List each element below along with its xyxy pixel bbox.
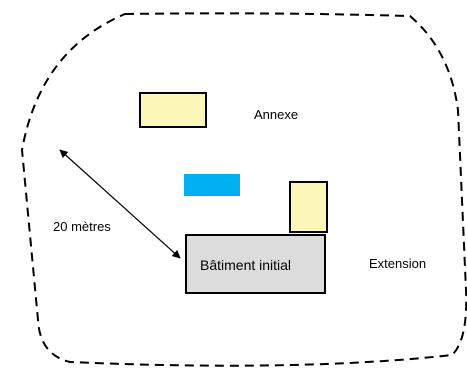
annexe-label: Annexe (254, 107, 298, 122)
annexe-building (139, 92, 207, 128)
distance-label: 20 mètres (53, 219, 111, 234)
blue-block (184, 174, 240, 196)
extension-label: Extension (369, 256, 426, 271)
plot-boundary (20, 12, 467, 367)
main-building-label: Bâtiment initial (200, 257, 291, 273)
distance-arrow (59, 149, 181, 259)
extension-building (289, 181, 328, 233)
main-building (185, 234, 326, 294)
